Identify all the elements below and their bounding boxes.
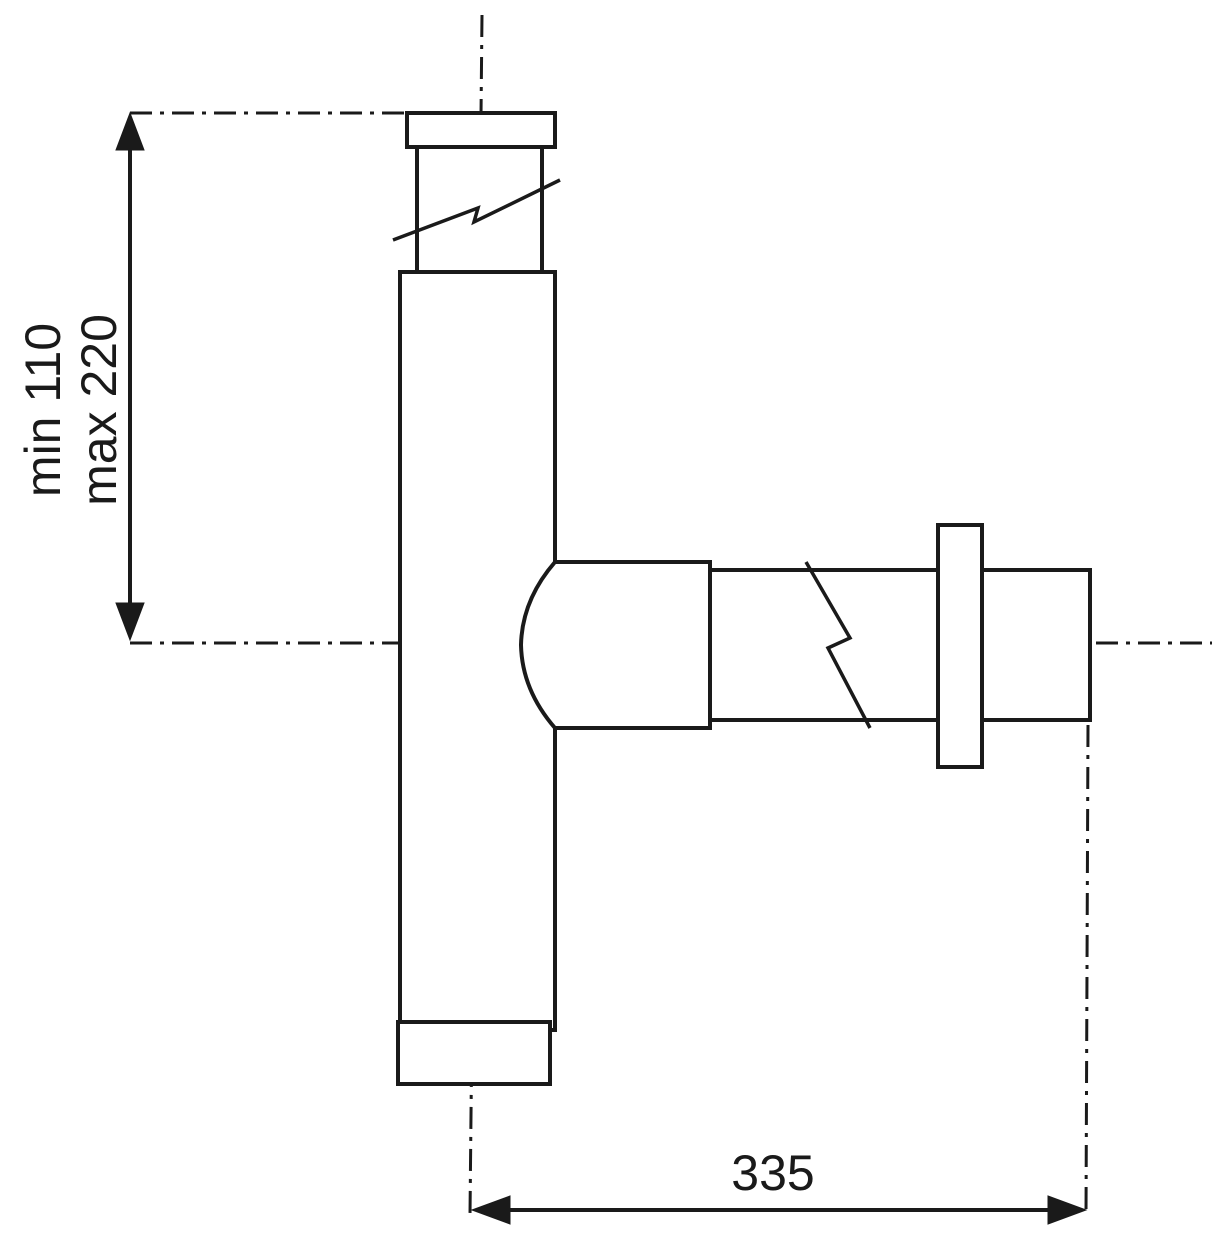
height-label-group: min 110 max 220 (15, 314, 127, 506)
right-extension-line (1084, 724, 1090, 1216)
width-label: 335 (731, 1145, 814, 1201)
width-arrow-left (470, 1195, 511, 1225)
break-marker-upper (392, 178, 561, 242)
top-cap (405, 111, 557, 149)
height-arrow-top (115, 111, 145, 151)
upper-tube (415, 143, 544, 277)
bottom-cap (396, 1020, 552, 1086)
break-marker-outlet (804, 561, 872, 729)
height-label-min: min 110 (15, 323, 71, 497)
outlet-pipe (708, 568, 1092, 722)
wall-flange (936, 523, 984, 769)
height-label-max: max 220 (71, 314, 127, 506)
outlet-elbow (518, 560, 712, 730)
width-arrow-right (1047, 1195, 1088, 1225)
height-arrow-bottom (115, 602, 145, 642)
